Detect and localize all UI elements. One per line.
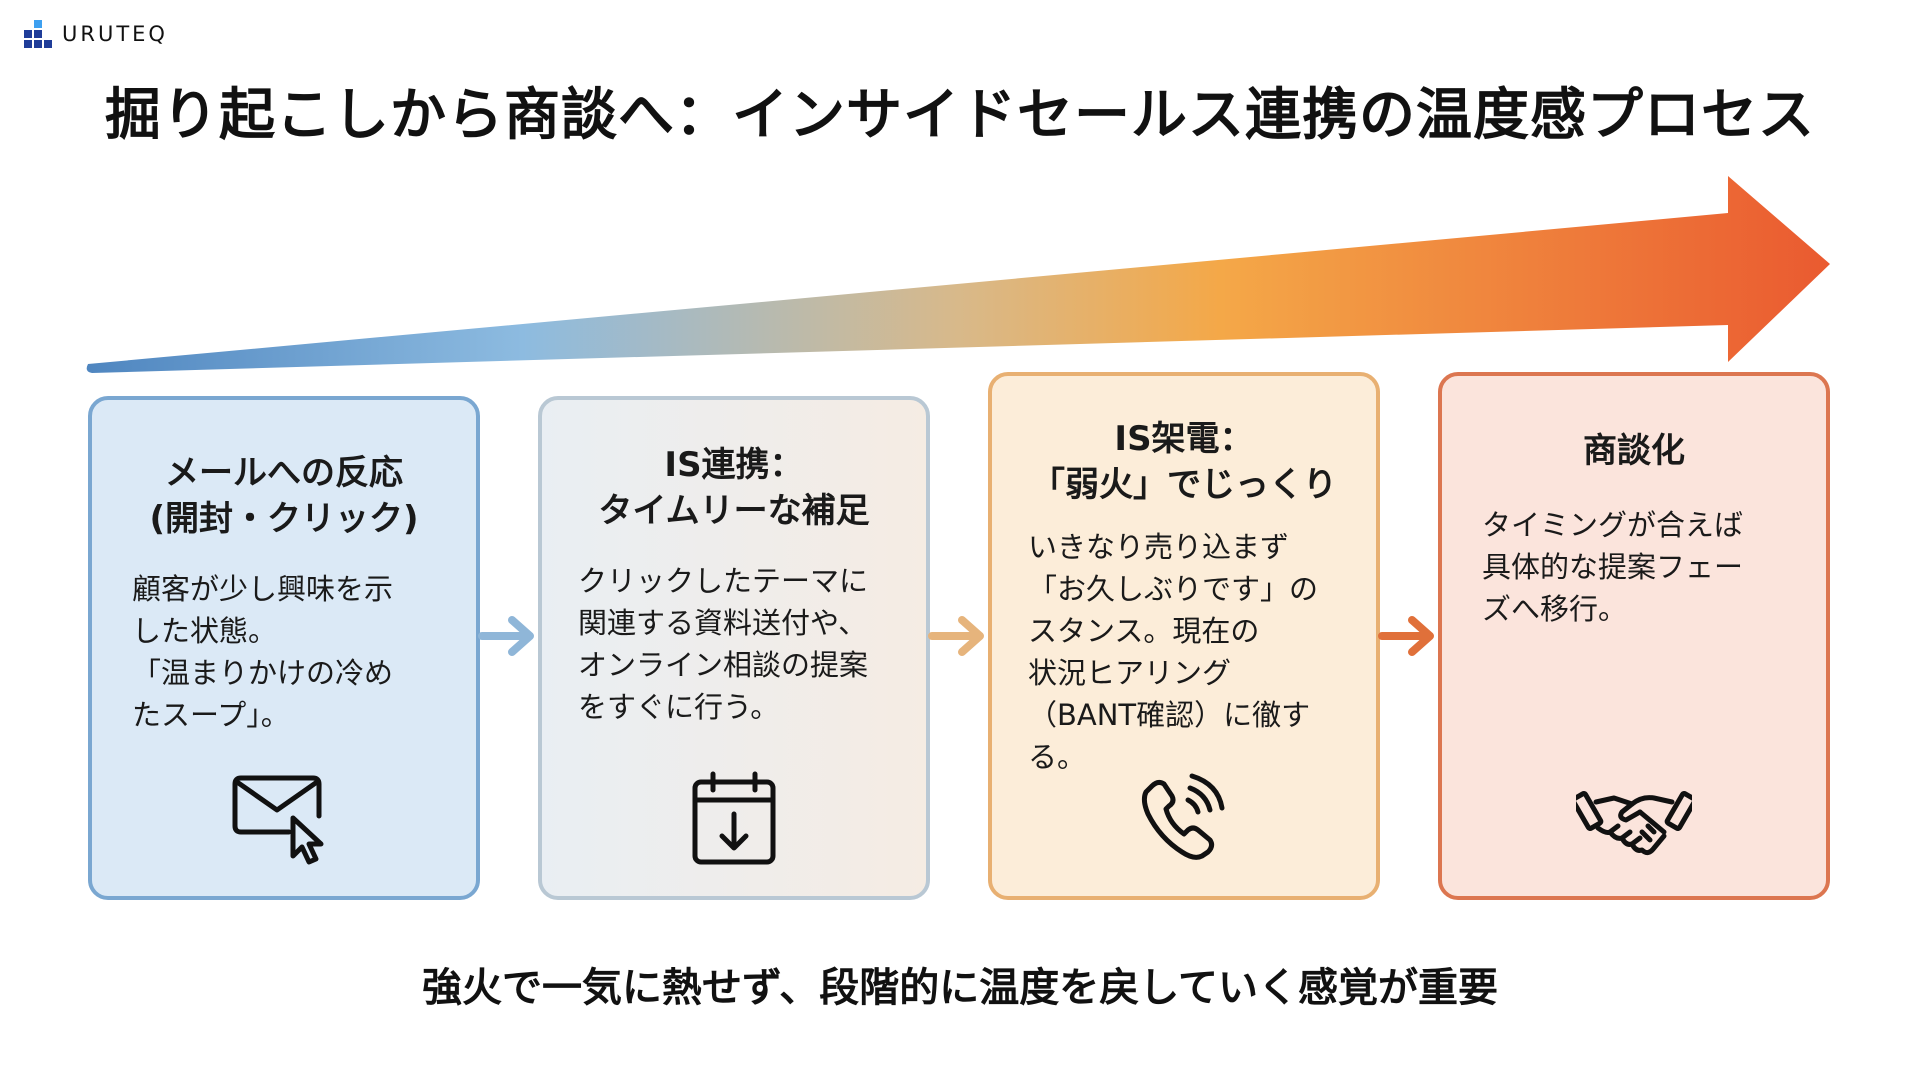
step-description: 顧客が少し興味を示 した状態。 「温まりかけの冷め たスープ」。 bbox=[128, 568, 440, 736]
step-description: クリックしたテーマに 関連する資料送付や、 オンライン相談の提案 をすぐに行う。 bbox=[578, 560, 890, 728]
handshake-icon bbox=[1576, 791, 1692, 856]
step-description-line: オンライン相談の提案 bbox=[578, 648, 869, 682]
step-description: タイミングが合えば 具体的な提案フェー ズへ移行。 bbox=[1478, 504, 1790, 630]
step-description-line: 具体的な提案フェー bbox=[1482, 550, 1744, 584]
step-title: IS連携： タイムリーな補足 bbox=[578, 442, 890, 534]
step-card-is-call: IS架電： 「弱火」でじっくり いきなり売り込まず 「お久しぶりです」の スタン… bbox=[988, 372, 1380, 900]
step-title-line: タイムリーな補足 bbox=[598, 491, 870, 531]
step-card-is-collaboration: IS連携： タイムリーな補足 クリックしたテーマに 関連する資料送付や、 オンラ… bbox=[538, 396, 930, 900]
step-title-line: 「弱火」でじっくり bbox=[1031, 465, 1337, 505]
step-description-line: をすぐに行う。 bbox=[578, 690, 780, 724]
step-description-line: 関連する資料送付や、 bbox=[578, 606, 868, 640]
step-card-email-reaction: メールへの反応 (開封・クリック) 顧客が少し興味を示 した状態。 「温まりかけ… bbox=[88, 396, 480, 900]
step-description-line: たスープ」。 bbox=[132, 698, 290, 732]
phone-ringing-icon bbox=[1141, 773, 1225, 860]
step-description-line: ズへ移行。 bbox=[1482, 592, 1628, 626]
step-description-line: 「お久しぶりです」の bbox=[1028, 572, 1319, 606]
step-title-line: IS連携： bbox=[664, 445, 804, 485]
footer-key-message: 強火で一気に熱せず、段階的に温度を戻していく感覚が重要 bbox=[422, 965, 1498, 1011]
step-description-line: スタンス。現在の bbox=[1028, 614, 1260, 648]
step-description-line: いきなり売り込まず bbox=[1028, 530, 1290, 564]
step-description-line: タイミングが合えば bbox=[1482, 508, 1744, 542]
arrow-right-icon bbox=[928, 616, 984, 656]
step-title: IS架電： 「弱火」でじっくり bbox=[1028, 416, 1340, 508]
step-title-line: (開封・クリック) bbox=[149, 499, 419, 539]
arrow-right-icon bbox=[1378, 616, 1434, 656]
page-title: 掘り起こしから商談へ：インサイドセールス連携の温度感プロセス bbox=[105, 83, 1815, 148]
step-title-line: メールへの反応 bbox=[165, 453, 403, 493]
bar-blocks-logo-icon bbox=[24, 20, 52, 48]
step-title-line: 商談化 bbox=[1583, 431, 1685, 471]
step-description-line: 「温まりかけの冷め bbox=[132, 656, 394, 690]
temperature-arrow-shape bbox=[86, 176, 1831, 373]
step-title: メールへの反応 (開封・クリック) bbox=[128, 450, 440, 542]
step-description-line: 顧客が少し興味を示 bbox=[132, 572, 394, 606]
calendar-download-icon bbox=[692, 771, 776, 865]
brand-name: URUTEQ bbox=[62, 22, 168, 46]
step-description-line: る。 bbox=[1028, 740, 1087, 774]
step-title: 商談化 bbox=[1478, 428, 1790, 474]
brand-logo: URUTEQ bbox=[24, 20, 168, 48]
step-title-line: IS架電： bbox=[1114, 419, 1254, 459]
step-description-line: （BANT確認）に徹す bbox=[1028, 698, 1311, 732]
step-description-line: 状況ヒアリング bbox=[1028, 656, 1232, 690]
step-description-line: した状態。 bbox=[132, 614, 278, 648]
arrow-right-icon bbox=[478, 616, 534, 656]
mail-click-icon bbox=[232, 775, 324, 865]
step-description-line: クリックしたテーマに bbox=[578, 564, 869, 598]
step-card-business-meeting: 商談化 タイミングが合えば 具体的な提案フェー ズへ移行。 bbox=[1438, 372, 1830, 900]
step-description: いきなり売り込まず 「お久しぶりです」の スタンス。現在の 状況ヒアリング （B… bbox=[1028, 526, 1340, 778]
